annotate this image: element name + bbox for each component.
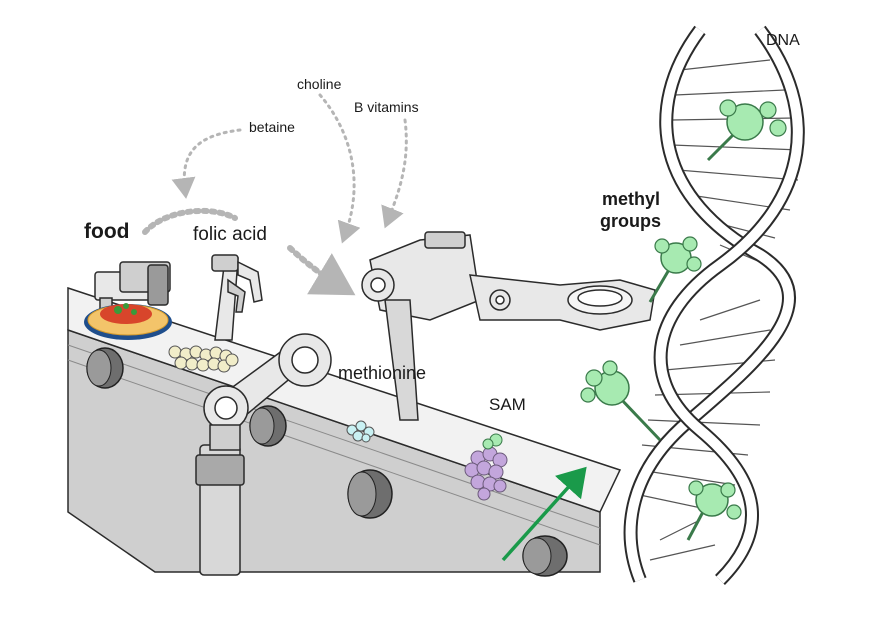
conveyor-roller (522, 535, 568, 577)
methyl-group-icon (686, 480, 742, 541)
conveyor-roller (249, 405, 287, 447)
methyl-group-icon (648, 236, 702, 303)
methyl-group-icon (706, 99, 787, 162)
choline-label: choline (297, 76, 342, 92)
methionine-molecule (346, 420, 375, 443)
food-label: food (84, 220, 130, 243)
robot-arm-sam (361, 231, 656, 421)
nutrient-input-arrows (142, 93, 408, 296)
choline-arrow (318, 93, 361, 244)
sam-label: SAM (489, 395, 526, 414)
robot-arm-folic-acid (211, 254, 263, 341)
dna-helix (623, 25, 805, 585)
b-vitamins-label: B vitamins (354, 99, 419, 115)
b-vitamins-arrow (381, 118, 408, 229)
methyl-groups-label-line1: methyl (602, 189, 661, 209)
methyl-group-icon (580, 360, 662, 442)
conveyor-roller (86, 347, 124, 389)
methionine-label: methionine (338, 363, 427, 383)
methyl-transfer-arrow (501, 466, 587, 562)
sam-molecule (464, 433, 508, 501)
methyl-groups-label-line2: groups (600, 211, 661, 231)
conveyor-roller (347, 469, 393, 519)
food-plate (84, 303, 172, 340)
folic-acid-molecule (168, 345, 239, 373)
folic-to-methionine-arrow (287, 245, 356, 296)
folic-acid-label: folic acid (193, 224, 267, 245)
betaine-arrow (171, 128, 242, 199)
food-to-folic-arrow (142, 207, 238, 235)
robot-arm-methionine (195, 333, 332, 576)
betaine-label: betaine (249, 119, 295, 135)
dna-label: DNA (766, 32, 800, 49)
